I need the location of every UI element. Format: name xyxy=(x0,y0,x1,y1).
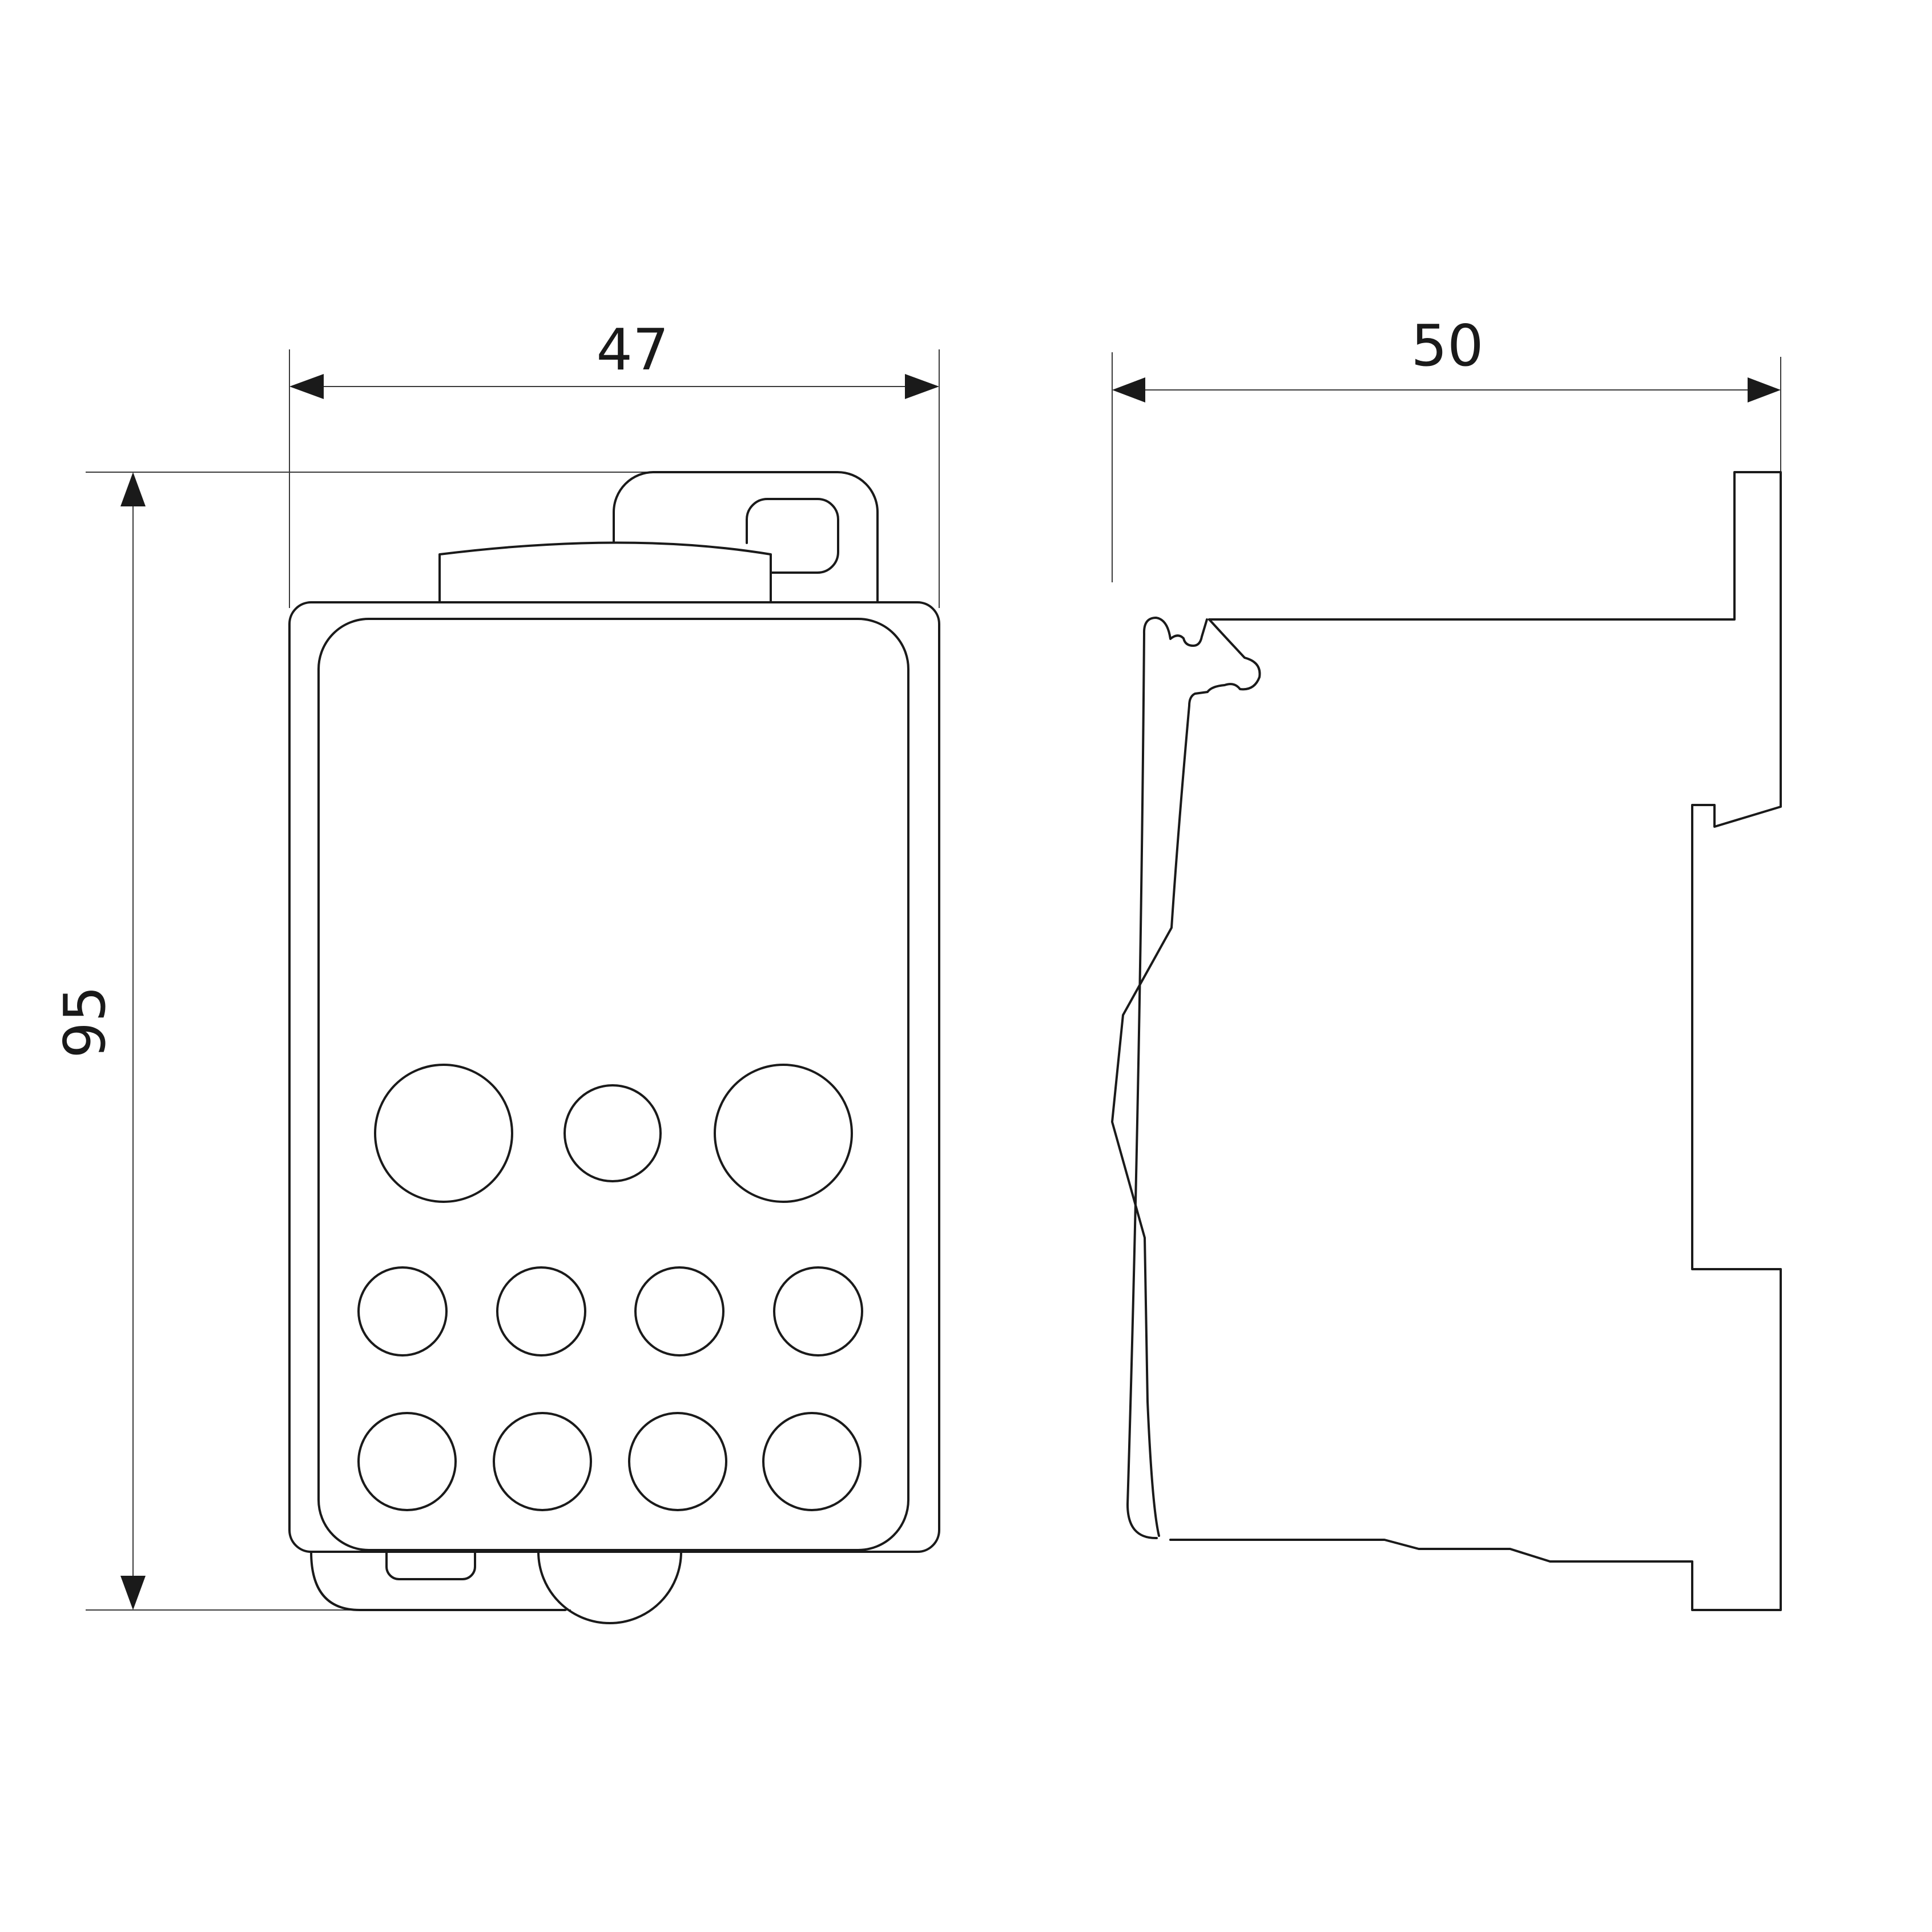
tab-slot xyxy=(746,498,839,574)
terminal-hole-medium xyxy=(628,1412,727,1511)
dimension-label-width: 47 xyxy=(596,316,669,383)
side-view xyxy=(1111,471,1782,1611)
arrow-head-side-right xyxy=(1748,377,1781,402)
arrow-head-side-left xyxy=(1112,377,1145,402)
terminal-hole-medium xyxy=(762,1412,862,1511)
bottom-clip xyxy=(310,1551,566,1611)
front-view xyxy=(288,471,940,1624)
arrow-head-bottom xyxy=(120,1576,146,1610)
terminal-hole-large xyxy=(714,1064,853,1203)
inner-cover xyxy=(317,618,909,1551)
side-profile-outline xyxy=(1169,471,1782,1611)
terminal-hole-large xyxy=(564,1084,662,1182)
dimension-height: 95 xyxy=(51,472,654,1611)
terminal-hole-medium xyxy=(634,1266,724,1357)
terminal-holes xyxy=(357,1064,863,1511)
terminal-hole-medium xyxy=(357,1412,457,1511)
terminal-hole-medium xyxy=(773,1266,863,1357)
top-cap xyxy=(438,541,772,603)
dimension-label-depth: 50 xyxy=(1411,312,1483,379)
top-mounting-tab xyxy=(613,471,879,603)
arrow-head-left xyxy=(289,374,324,399)
dimension-label-height: 95 xyxy=(51,985,118,1058)
terminal-hole-medium xyxy=(496,1266,586,1357)
terminal-hole-medium xyxy=(493,1412,592,1511)
dimension-width: 47 xyxy=(289,316,940,608)
dimension-depth: 50 xyxy=(1112,312,1781,582)
outer-housing xyxy=(288,601,940,1553)
bottom-clip-slot xyxy=(385,1551,476,1580)
terminal-hole-large xyxy=(374,1064,513,1203)
arrow-head-top xyxy=(120,472,146,506)
side-latch-hook xyxy=(1111,618,1261,1537)
arrow-head-right xyxy=(905,374,939,399)
bottom-release-knob xyxy=(537,1551,682,1624)
terminal-hole-medium xyxy=(357,1266,448,1357)
side-latch-detail xyxy=(1126,617,1208,1540)
